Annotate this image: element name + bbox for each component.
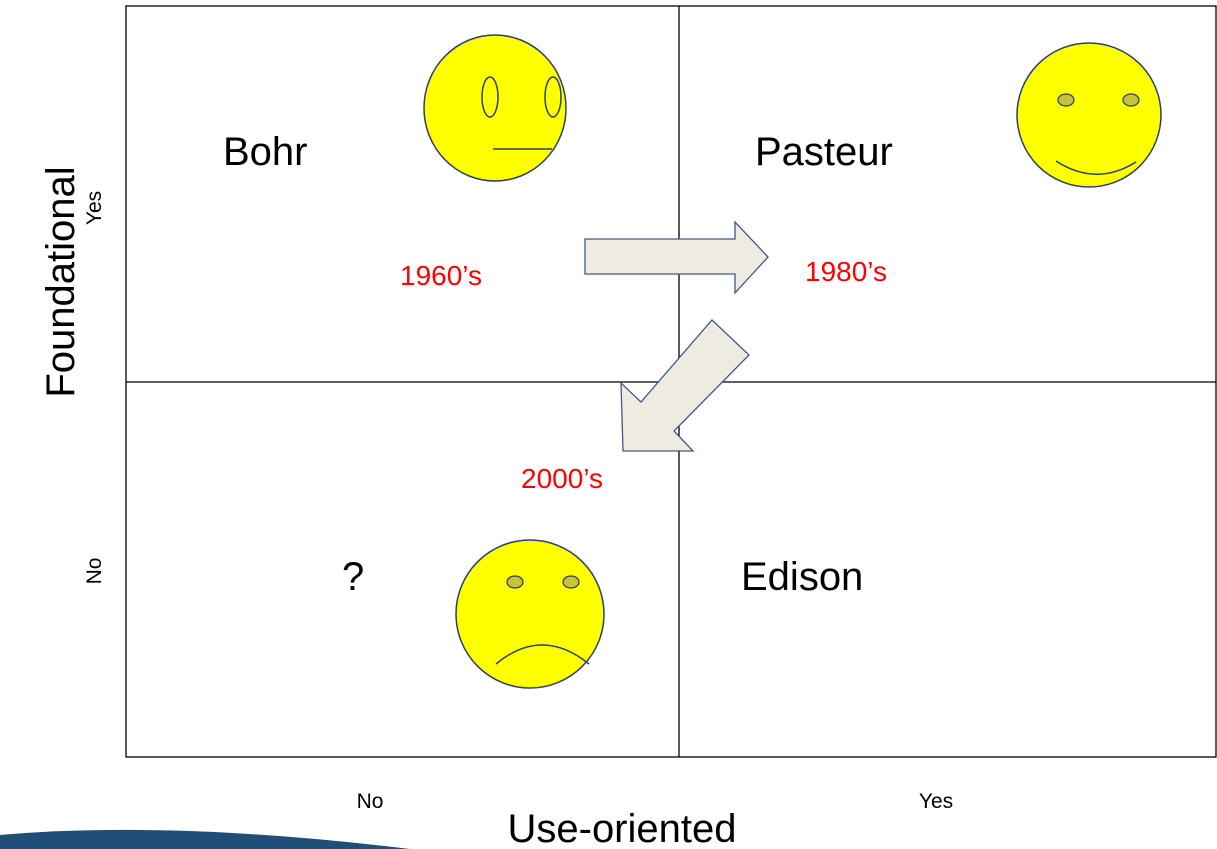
happy-face-icon — [1016, 42, 1162, 188]
quadrant-label-unknown: ? — [342, 555, 364, 599]
transition-arrow-down-left — [620, 319, 750, 452]
x-axis-tick-no: No — [357, 790, 384, 813]
era-label-1960s: 1960’s — [400, 260, 482, 291]
x-axis-title: Use-oriented — [507, 807, 736, 849]
era-label-1980s: 1980’s — [805, 256, 887, 287]
y-axis-tick-yes: Yes — [83, 191, 106, 225]
transition-arrow-right — [584, 220, 769, 295]
footer-band — [0, 829, 410, 849]
quadrant-label-pasteur: Pasteur — [755, 130, 893, 174]
y-axis-tick-no: No — [83, 558, 106, 585]
neutral-face-icon — [423, 34, 567, 182]
quadrant-label-edison: Edison — [741, 555, 863, 599]
era-label-2000s: 2000’s — [521, 463, 603, 494]
sad-face-icon — [455, 539, 605, 689]
x-axis-tick-yes: Yes — [919, 790, 953, 813]
quadrant-label-bohr: Bohr — [223, 130, 308, 174]
y-axis-title: Foundational — [39, 166, 83, 397]
